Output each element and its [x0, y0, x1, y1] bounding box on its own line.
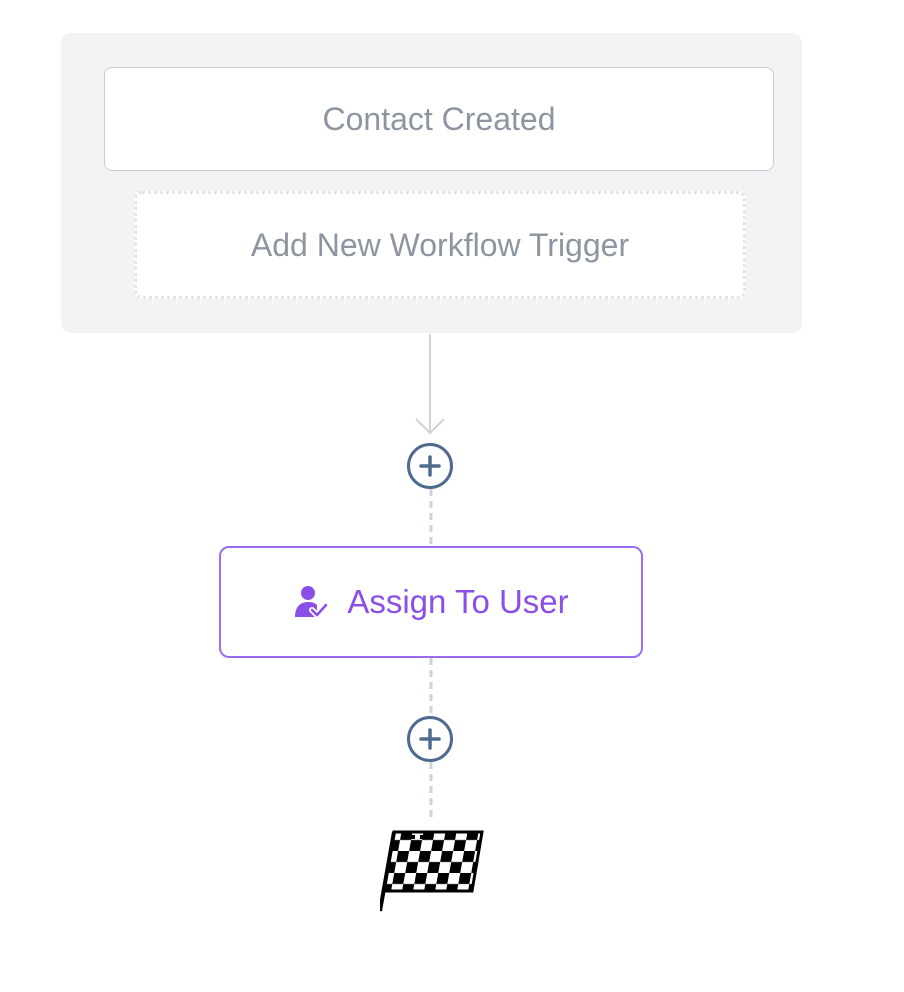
add-action-button[interactable] [407, 443, 453, 489]
trigger-card[interactable]: Contact Created [104, 67, 774, 171]
trigger-label: Contact Created [322, 100, 556, 137]
add-action-button[interactable] [407, 716, 453, 762]
action-card-assign-to-user[interactable]: Assign To User [219, 546, 643, 658]
action-label: Assign To User [347, 583, 569, 620]
trigger-connector-arrow [415, 418, 445, 435]
plus-icon [419, 455, 441, 477]
add-trigger-button[interactable]: Add New Workflow Trigger [134, 191, 746, 299]
user-check-icon [293, 584, 330, 620]
add-trigger-label: Add New Workflow Trigger [250, 226, 630, 263]
checkered-flag-icon [378, 830, 484, 912]
end-of-workflow [378, 829, 484, 913]
plus-icon [419, 728, 441, 750]
